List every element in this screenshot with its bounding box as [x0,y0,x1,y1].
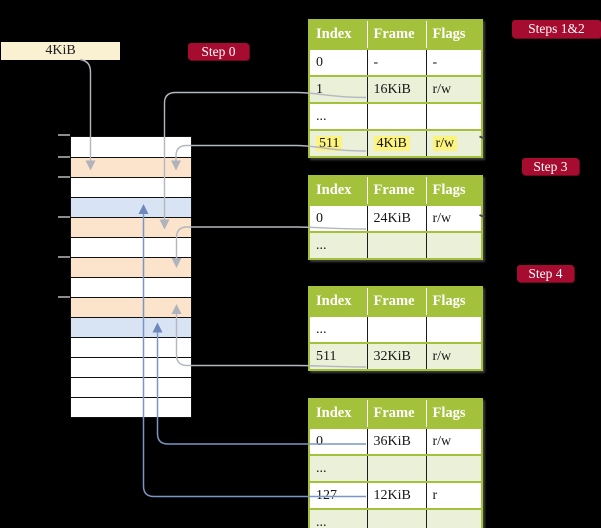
header-frame: Frame [366,20,426,49]
table-row: ... [309,508,482,528]
table-row: 0 36KiB r/w [309,427,482,455]
memory-frame-row-8 [71,277,191,297]
header-flags: Flags [425,287,482,316]
memory-frame-row-14 [71,397,191,417]
frame-cell [366,508,426,528]
index-cell: 1 [309,75,367,103]
flags-cell: r/w [425,75,482,103]
table-row: 1 16KiB r/w [309,75,482,103]
header-frame: Frame [366,287,426,316]
frame-cell: - [366,48,426,76]
flags-cell: r/w [425,342,482,370]
flags-cell: r/w [425,427,482,455]
memory-frame-row-12 [71,357,191,377]
frame-cell: 12KiB [366,481,426,509]
frame-cell [366,102,426,130]
header-flags: Flags [425,20,482,49]
memory-frame-row-2 [71,157,191,177]
header-index: Index [309,20,367,49]
frame-cell [366,315,426,343]
header-flags: Flags [425,399,482,428]
step3-badge: Step 3 [522,158,579,175]
index-cell: ... [309,454,367,482]
page-table-level-3: Index Frame Flags ... 511 32KiB r/w [308,286,483,371]
physical-memory-column [70,136,192,418]
table-header-row: Index Frame Flags [309,20,482,49]
index-cell: 0 [309,48,367,76]
table-row: ... [309,315,482,343]
index-cell: 511 [309,129,367,157]
flags-cell [425,231,482,259]
memory-address-tick [58,295,70,298]
frame-cell: 4KiB [366,129,426,157]
flags-cell [425,102,482,130]
index-cell: 0 [309,427,367,455]
header-index: Index [309,287,367,316]
table-row: 0 24KiB r/w [309,204,482,232]
page-table-level-1: Index Frame Flags 0 - - 1 16KiB r/w ... [308,19,483,158]
memory-frame-row-5 [71,217,191,237]
memory-frame-row-3 [71,177,191,197]
flags-cell [425,454,482,482]
flags-cell: r/w [425,204,482,232]
index-cell: ... [309,231,367,259]
table-row: 0 - - [309,48,482,76]
frame-cell [366,454,426,482]
memory-frame-row-9 [71,297,191,317]
header-flags: Flags [425,176,482,205]
header-index: Index [309,399,367,428]
table-row: ... [309,102,482,130]
frame-cell [366,231,426,259]
index-cell: ... [309,508,367,528]
frame-cell: 36KiB [366,427,426,455]
index-cell: ... [309,102,367,130]
memory-frame-row-11 [71,337,191,357]
header-frame: Frame [366,176,426,205]
memory-frame-row-13 [71,377,191,397]
highlighted-value: 4KiB [373,135,410,151]
memory-address-tick [58,133,70,136]
flags-cell: r/w [425,129,482,157]
frame-cell: 24KiB [366,204,426,232]
flags-cell [425,315,482,343]
index-cell: 511 [309,342,367,370]
highlighted-value: 511 [316,135,343,151]
highlighted-value: r/w [432,135,458,151]
memory-frame-row-10 [71,317,191,337]
table-row: 127 12KiB r [309,481,482,509]
memory-frame-row-4 [71,197,191,217]
table-row: 511 32KiB r/w [309,342,482,370]
page-table-level-4: Index Frame Flags 0 36KiB r/w ... 127 12… [308,398,483,528]
table-header-row: Index Frame Flags [309,399,482,428]
memory-address-tick [58,216,70,218]
flags-cell [425,508,482,528]
step0-badge: Step 0 [188,43,249,60]
table-header-row: Index Frame Flags [309,287,482,316]
memory-address-tick [58,156,70,158]
header-index: Index [309,176,367,205]
steps12-badge: Steps 1&2 [512,20,601,38]
page-table-level-2: Index Frame Flags 0 24KiB r/w ... [308,175,483,260]
flags-cell: r [425,481,482,509]
frame-cell: 32KiB [366,342,426,370]
header-frame: Frame [366,399,426,428]
index-cell: 127 [309,481,367,509]
flags-cell: - [425,48,482,76]
table-row: ... [309,231,482,259]
memory-frame-row-7 [71,257,191,277]
table-row: ... [309,454,482,482]
table-header-row: Index Frame Flags [309,176,482,205]
memory-frame-row-6 [71,237,191,257]
index-cell: ... [309,315,367,343]
frame-cell: 16KiB [366,75,426,103]
index-cell: 0 [309,204,367,232]
table-row-highlighted: 511 4KiB r/w [309,129,482,157]
page-size-label: 4KiB [1,42,120,60]
memory-address-tick [58,255,70,258]
step4-badge: Step 4 [517,265,574,282]
memory-address-tick [58,176,70,178]
memory-frame-row-1 [71,137,191,157]
